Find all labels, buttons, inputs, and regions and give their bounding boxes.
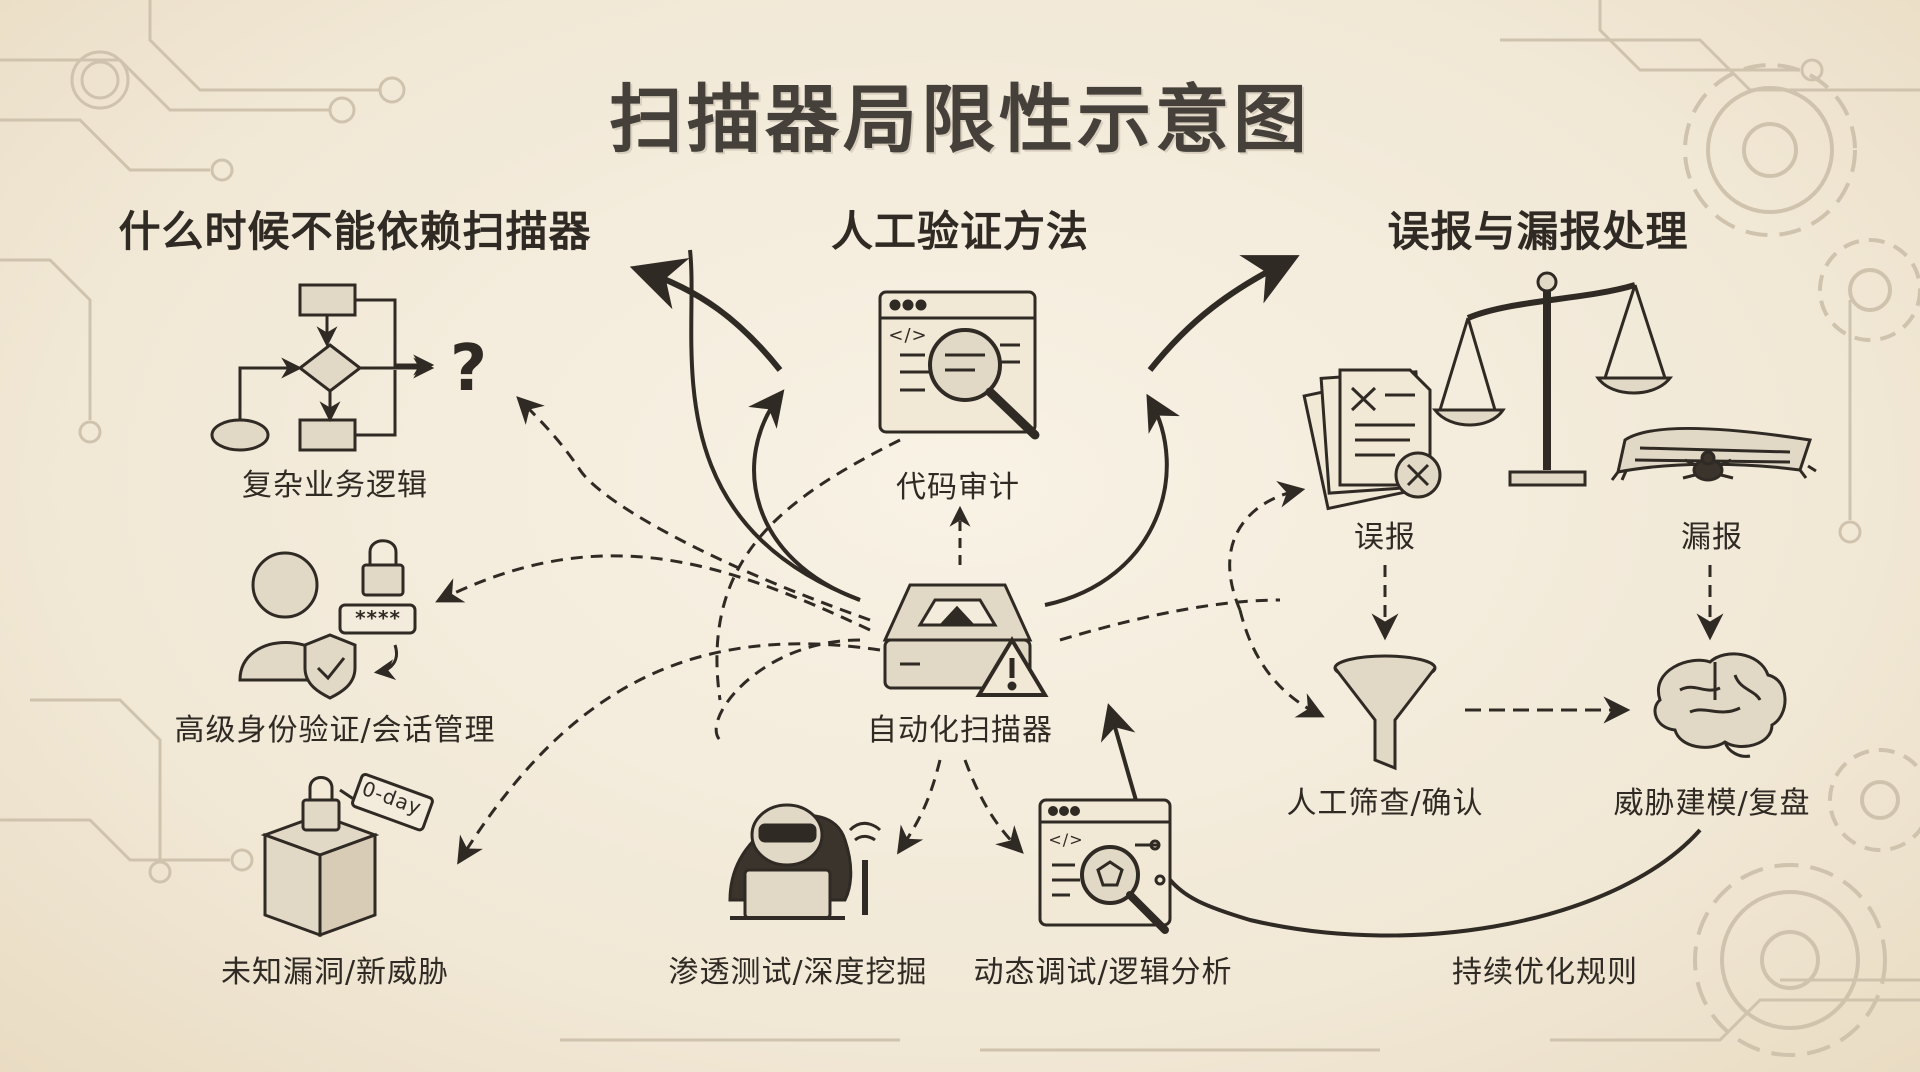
code-tag-text: </> [888,325,928,346]
scanner-device-icon [882,583,1049,697]
label-optimize-rules: 持续优化规则 [1452,955,1638,990]
hacker-icon [728,803,882,920]
svg-text:?: ? [450,332,487,406]
arrow-scanner-to-code-audit-right [1044,393,1180,607]
label-threat-model: 威胁建模/复盘 [1613,786,1811,821]
label-unknown-vuln: 未知漏洞/新威胁 [220,955,450,990]
brain-icon [1653,652,1787,758]
hidden-bug-rug-icon [1610,426,1817,482]
debug-window-icon [1038,798,1172,934]
circuit-nodes [70,50,1862,884]
label-manual-review: 人工筛查/确认 [1286,786,1484,821]
label-dynamic-debug: 动态调试/逻辑分析 [973,955,1233,990]
arrow-right-section-head [1147,255,1300,372]
arrow-left-section-head [629,258,783,372]
label-scanner: 自动化扫描器 [867,713,1053,748]
funnel-icon [1333,654,1437,771]
dashed-arrows-left [435,396,1024,865]
code-audit-icon [878,290,1040,440]
section-title-manual-verification: 人工验证方法 [830,207,1090,256]
section-title-when-not-rely: 什么时候不能依赖扫描器 [118,207,592,256]
flowchart-icon: ? [210,283,487,452]
false-positive-docs-icon [1302,368,1442,511]
diagram-title: 扫描器局限性示意图 [609,77,1311,163]
label-code-audit: 代码审计 [896,470,1020,505]
section-title-fp-fn-handling: 误报与漏报处理 [1387,207,1689,256]
label-auth-session: 高级身份验证/会话管理 [174,713,496,748]
arrow-feedback-loop [1100,703,1702,938]
dashed-arrows-right [1059,481,1724,724]
user-lock-icon [238,539,417,700]
debug-code-tag-text: </> [1048,830,1084,849]
gear-decoration [1683,63,1920,1057]
password-mask-text: **** [355,606,401,630]
label-pentest: 渗透测试/深度挖掘 [668,955,928,990]
arrow-scanner-to-code-audit-left [748,389,861,602]
zero-day-box-icon [260,772,434,938]
main-flow-arrows [629,249,1702,938]
arrow-scanner-to-left-section [688,249,861,602]
label-false-negative: 漏报 [1681,520,1743,555]
balance-scale-icon [1431,271,1674,487]
label-false-positive: 误报 [1354,520,1416,555]
label-complex-logic: 复杂业务逻辑 [242,468,428,503]
